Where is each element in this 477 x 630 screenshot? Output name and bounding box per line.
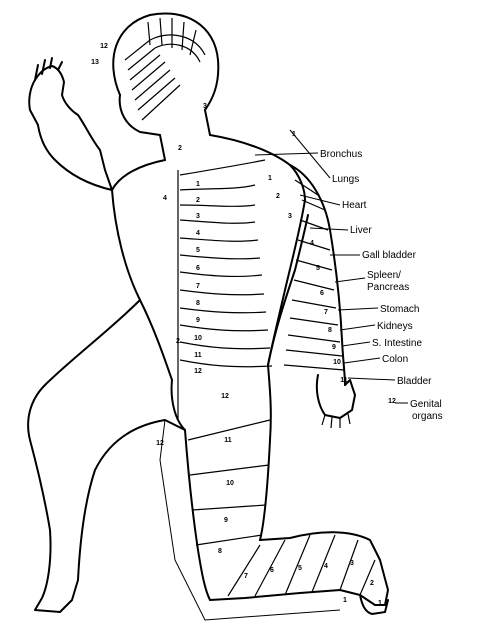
shoulder-back-outline bbox=[112, 135, 305, 200]
leg-seg-2: 2 bbox=[370, 580, 374, 587]
head-seg-12: 12 bbox=[100, 43, 108, 50]
label-heart: Heart bbox=[342, 200, 367, 211]
head-seg-13: 13 bbox=[91, 59, 99, 66]
label-bronchus: Bronchus bbox=[320, 149, 362, 160]
back-seg-9: 9 bbox=[196, 317, 200, 324]
arm-seg-11: 11 bbox=[340, 377, 348, 384]
back-thigh-inner bbox=[185, 430, 210, 600]
back-seg-3: 3 bbox=[196, 213, 200, 220]
back-seg-6: 6 bbox=[196, 265, 200, 272]
leg-seg-4: 4 bbox=[324, 563, 328, 570]
arm-seg-5: 5 bbox=[316, 265, 320, 272]
misc-num-2: 2 bbox=[178, 145, 182, 152]
arm-seg-1: 1 bbox=[268, 175, 272, 182]
misc-num-3: 3 bbox=[203, 103, 207, 110]
torso-left-outline bbox=[112, 190, 172, 380]
face-outline bbox=[120, 95, 160, 135]
arm-seg-12: 12 bbox=[388, 398, 396, 405]
label-liver: Liver bbox=[350, 225, 372, 236]
arm-seg-10: 10 bbox=[333, 359, 341, 366]
label-bladder: Bladder bbox=[397, 376, 432, 387]
leg-seg-10: 10 bbox=[226, 480, 234, 487]
back-seg-1: 1 bbox=[196, 181, 200, 188]
front-knee-outline bbox=[78, 420, 185, 580]
label-kidneys: Kidneys bbox=[377, 321, 413, 332]
leg-seg-5: 5 bbox=[298, 565, 302, 572]
label-lungs: Lungs bbox=[332, 174, 359, 185]
arm-seg-9: 9 bbox=[332, 344, 336, 351]
back-seg-11: 11 bbox=[194, 352, 202, 359]
arm-seg-4: 4 bbox=[310, 240, 314, 247]
back-thigh-outline bbox=[260, 365, 271, 540]
back-seg-8: 8 bbox=[196, 300, 200, 307]
label-spleen: Spleen/ bbox=[367, 270, 401, 281]
label-gall-bladder: Gall bladder bbox=[362, 250, 417, 261]
left-hand-fingers bbox=[35, 58, 62, 80]
back-seg-10: 10 bbox=[194, 335, 202, 342]
leg-seg-11: 11 bbox=[224, 437, 232, 444]
leg-seg-1: 1 bbox=[378, 600, 382, 607]
label-small-intestine: S. Intestine bbox=[372, 338, 422, 349]
neck-outline bbox=[160, 110, 210, 160]
leg-segment-numbers: 12 11 10 9 8 7 6 5 4 3 2 1 bbox=[218, 393, 382, 607]
misc-num-2b: 2 bbox=[176, 338, 180, 345]
head-dermatome-bands bbox=[125, 18, 205, 120]
leg-seg-9: 9 bbox=[224, 517, 228, 524]
arm-seg-6: 6 bbox=[320, 290, 324, 297]
arm-seg-7: 7 bbox=[324, 309, 328, 316]
right-arm-inner-outline bbox=[268, 215, 308, 365]
leg-seg-8: 8 bbox=[218, 548, 222, 555]
front-leg-outline bbox=[28, 300, 140, 612]
misc-num-1b: 1 bbox=[343, 597, 347, 604]
arm-seg-3: 3 bbox=[288, 213, 292, 220]
left-arm-outline bbox=[29, 66, 112, 190]
misc-num-4: 4 bbox=[163, 195, 167, 202]
arm-seg-2: 2 bbox=[276, 193, 280, 200]
leg-seg-6: 6 bbox=[270, 567, 274, 574]
arm-seg-8: 8 bbox=[328, 327, 332, 334]
back-seg-2: 2 bbox=[196, 197, 200, 204]
label-stomach: Stomach bbox=[380, 304, 419, 315]
back-seg-7: 7 bbox=[196, 283, 200, 290]
back-seg-4: 4 bbox=[196, 230, 200, 237]
leg-seg-12: 12 bbox=[221, 393, 229, 400]
label-colon: Colon bbox=[382, 354, 408, 365]
leg-seg-3: 3 bbox=[350, 560, 354, 567]
leg-seg-7: 7 bbox=[244, 573, 248, 580]
label-organs: organs bbox=[412, 411, 443, 422]
right-hand-outline bbox=[317, 375, 355, 418]
back-seg-5: 5 bbox=[196, 247, 200, 254]
label-pancreas: Pancreas bbox=[367, 282, 409, 293]
head-outline bbox=[113, 13, 218, 110]
back-seg-12: 12 bbox=[194, 368, 202, 375]
right-arm-outline bbox=[290, 165, 345, 385]
label-genital: Genital bbox=[410, 399, 442, 410]
